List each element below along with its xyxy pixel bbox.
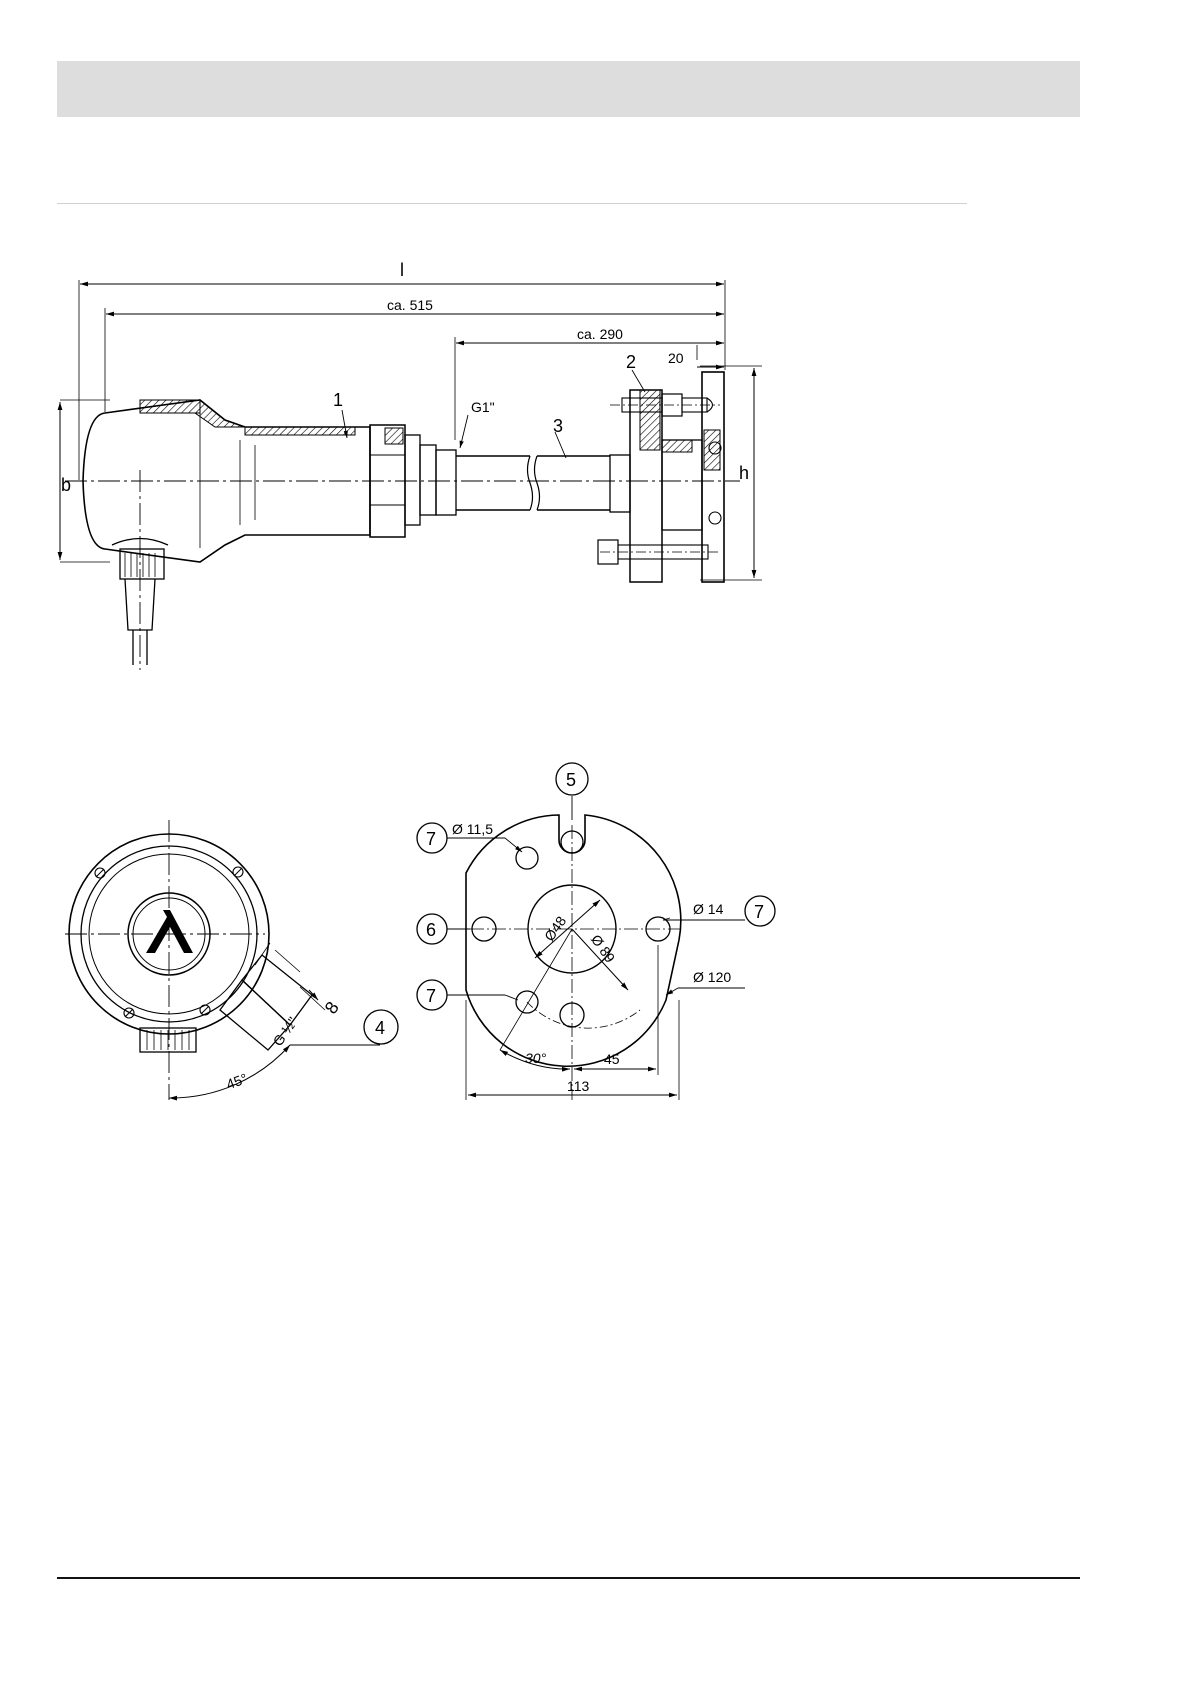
lambda-logo-icon (146, 910, 193, 953)
thread-g-half-label: G ½" (270, 1014, 301, 1049)
angle-30-label: 30° (525, 1050, 547, 1066)
angle-45-label: 45° (224, 1070, 249, 1092)
inner-diameter-label: Ø48 (541, 913, 569, 944)
hole-large-label: Ø 14 (693, 901, 724, 917)
outer-diameter-label: Ø 120 (693, 969, 731, 985)
part-2-label: 2 (626, 352, 636, 372)
dim-20-label: 20 (668, 350, 684, 366)
front-view-logo (146, 910, 193, 953)
dim-b-label: b (61, 475, 71, 495)
part-7-label-right: 7 (754, 902, 764, 922)
dim-113-label: 113 (567, 1078, 590, 1094)
part-7-label-top: 7 (426, 829, 436, 849)
dim-515-label: ca. 515 (387, 297, 433, 313)
part-1-label: 1 (333, 390, 343, 410)
dim-290-label: ca. 290 (577, 326, 623, 342)
flange-view (417, 763, 775, 1100)
part-7-label-bottom: 7 (426, 986, 436, 1006)
dim-45-label: 45 (604, 1051, 620, 1067)
dim-l-label: l (400, 260, 404, 280)
part-5-label: 5 (566, 770, 576, 790)
dim-8-label: 8 (321, 998, 343, 1018)
flange-view-labels: 5 6 7 7 7 Ø 11,5 Ø 14 Ø 120 Ø48 Ø 89 30°… (426, 770, 764, 1094)
side-view (60, 280, 762, 670)
part-4-label: 4 (375, 1018, 385, 1038)
part-6-label: 6 (426, 920, 436, 940)
hole-small-label: Ø 11,5 (452, 821, 493, 837)
pitch-diameter-label: Ø 89 (588, 931, 619, 965)
part-3-label: 3 (553, 416, 563, 436)
footer-rule (57, 1577, 1080, 1579)
front-view (65, 820, 398, 1100)
thread-g1-label: G1" (471, 399, 495, 415)
dim-h-label: h (739, 463, 749, 483)
